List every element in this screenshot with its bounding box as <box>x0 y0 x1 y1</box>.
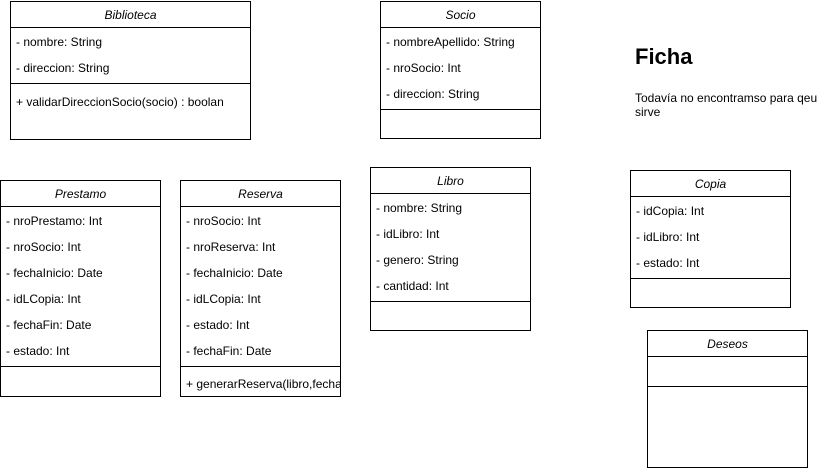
attribute: - estado: Int <box>6 344 70 358</box>
attribute: - nombre: String <box>376 201 463 215</box>
attribute: - nroPrestamo: Int <box>6 214 103 228</box>
attribute: - cantidad: Int <box>376 279 449 293</box>
attribute: - estado: Int <box>636 256 700 270</box>
attributes-section: - idCopia: Int - idLibro: Int - estado: … <box>631 197 790 279</box>
attributes-section <box>648 357 807 387</box>
class-prestamo[interactable]: Prestamo - nroPrestamo: Int - nroSocio: … <box>0 180 161 397</box>
class-reserva[interactable]: Reserva - nroSocio: Int - nroReserva: In… <box>180 180 341 397</box>
attributes-section: - nombreApellido: String - nroSocio: Int… <box>381 28 540 110</box>
attribute: - estado: Int <box>186 318 250 332</box>
class-title: Deseos <box>648 331 807 357</box>
note-title: Ficha <box>635 44 693 69</box>
attribute: - fechaInicio: Date <box>6 266 103 280</box>
operations-section: + validarDireccionSocio(socio) : boolan <box>11 84 250 115</box>
note-text: Todavía no encontramso para qeu sirve <box>635 91 818 119</box>
attribute: - nombreApellido: String <box>386 35 515 49</box>
attribute: - idLibro: Int <box>636 230 700 244</box>
attribute: - idLibro: Int <box>376 227 440 241</box>
attributes-section: - nombre: String - direccion: String <box>11 28 250 84</box>
class-deseos[interactable]: Deseos <box>647 330 808 468</box>
attribute: - nombre: String <box>16 35 103 49</box>
attributes-section: - nroSocio: Int - nroReserva: Int - fech… <box>181 207 340 367</box>
attribute: - nroSocio: Int <box>6 240 81 254</box>
class-copia[interactable]: Copia - idCopia: Int - idLibro: Int - es… <box>630 170 791 308</box>
attributes-section: - nroPrestamo: Int - nroSocio: Int - fec… <box>1 207 160 367</box>
class-title: Socio <box>381 2 540 28</box>
attribute: - idCopia: Int <box>636 204 705 218</box>
attributes-section: - nombre: String - idLibro: Int - genero… <box>371 194 530 302</box>
attribute: - nroSocio: Int <box>186 214 261 228</box>
class-socio[interactable]: Socio - nombreApellido: String - nroSoci… <box>380 1 541 139</box>
class-biblioteca[interactable]: Biblioteca - nombre: String - direccion:… <box>10 1 251 140</box>
class-title: Copia <box>631 171 790 197</box>
attribute: - fechaInicio: Date <box>186 266 283 280</box>
attribute: - fechaFin: Date <box>6 318 92 332</box>
class-title: Reserva <box>181 181 340 207</box>
class-title: Biblioteca <box>11 2 250 28</box>
attribute: - nroReserva: Int <box>186 240 276 254</box>
attribute: - nroSocio: Int <box>386 61 461 75</box>
attribute: - idLCopia: Int <box>186 292 261 306</box>
operations-section: + generarReserva(libro,fecha <box>181 367 340 396</box>
attribute: - direccion: String <box>386 87 480 101</box>
class-libro[interactable]: Libro - nombre: String - idLibro: Int - … <box>370 167 531 331</box>
operation: + generarReserva(libro,fecha <box>186 377 340 391</box>
class-title: Libro <box>371 168 530 194</box>
attribute: - idLCopia: Int <box>6 292 81 306</box>
attribute: - direccion: String <box>16 61 110 75</box>
operation: + validarDireccionSocio(socio) : boolan <box>16 95 224 109</box>
class-title: Prestamo <box>1 181 160 207</box>
attribute: - genero: String <box>376 253 459 267</box>
attribute: - fechaFin: Date <box>186 344 272 358</box>
